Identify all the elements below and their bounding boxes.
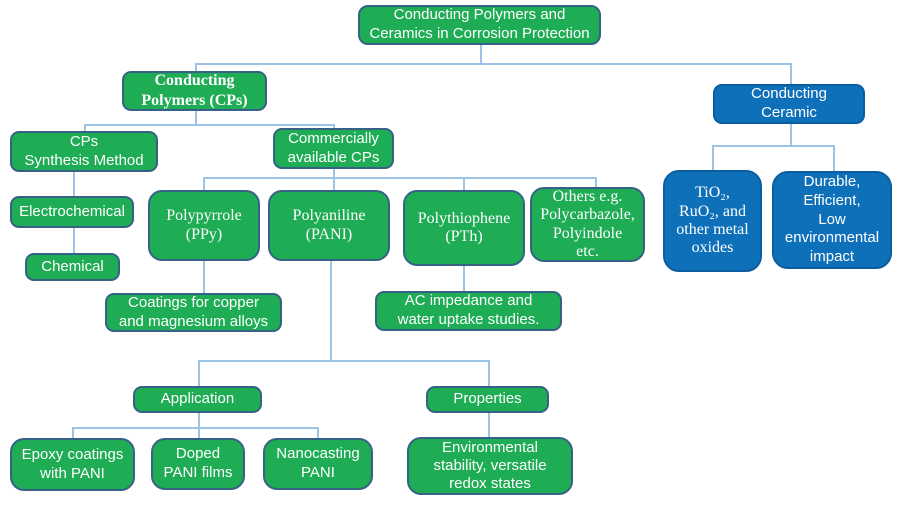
connector-to-polypyrrole [203,177,205,190]
connector-polythiophene-impedance [463,266,465,291]
node-polythiophene: Polythiophene (PTh) [403,190,525,266]
connector-electrochemical-chemical [73,228,75,253]
connector-ceramic-horizontal [712,145,833,147]
node-polyaniline: Polyaniline (PANI) [268,190,390,261]
connector-synthesis-electrochemical [73,172,75,196]
connector-to-polyaniline [333,177,335,190]
connector-commercial-down [333,169,335,177]
connector-to-durable [833,145,835,171]
node-doped-pani-films: Doped PANI films [151,438,245,490]
node-others: Others e.g. Polycarbazole, Polyindole et… [530,187,645,262]
node-properties: Properties [426,386,549,413]
node-nanocasting-pani: Nanocasting PANI [263,438,373,490]
connector-to-nanocasting [317,427,319,438]
node-electrochemical: Electrochemical [10,196,134,228]
connector-to-cps [195,63,197,71]
node-conducting-ceramic: Conducting Ceramic [713,84,865,124]
node-polypyrrole: Polypyrrole (PPy) [148,190,260,261]
connector-to-epoxy [72,427,74,438]
connector-to-doped [198,427,200,438]
node-epoxy-coatings: Epoxy coatings with PANI [10,438,135,491]
connector-polyaniline-down [330,261,332,360]
connector-application-down [198,413,200,427]
node-chemical: Chemical [25,253,120,281]
connector-to-commercial [333,124,335,128]
connector-root-down [480,45,482,63]
node-metal-oxides: TiO₂, RuO₂, and other metal oxides [663,170,762,272]
node-conducting-polymers: Conducting Polymers (CPs) [122,71,267,111]
connector-to-metal-oxides [712,145,714,170]
connector-to-polythiophene [463,177,465,190]
node-coatings-copper-magnesium: Coatings for copper and magnesium alloys [105,293,282,332]
node-commercially-available-cps: Commercially available CPs [273,128,394,169]
connector-properties-environmental [488,413,490,437]
connector-to-properties [488,360,490,386]
node-environmental-stability: Environmental stability, versatile redox… [407,437,573,495]
connector-cps-down [195,111,197,124]
connector-to-others [595,177,597,187]
connector-ceramic-down [790,124,792,145]
node-ac-impedance: AC impedance and water uptake studies. [375,291,562,331]
connector-to-ceramic [790,63,792,84]
node-application: Application [133,386,262,413]
connector-application-horizontal [72,427,317,429]
connector-cps-horizontal [84,124,333,126]
connector-pani-horizontal [198,360,488,362]
connector-to-synthesis [84,124,86,131]
connector-polypyrrole-coatings [203,261,205,293]
connector-to-application [198,360,200,386]
connector-level1-horizontal [195,63,790,65]
connector-cps-types-horizontal [203,177,595,179]
node-root-title: Conducting Polymers and Ceramics in Corr… [358,5,601,45]
node-cps-synthesis-method: CPs Synthesis Method [10,131,158,172]
node-durable-efficient: Durable, Efficient, Low environmental im… [772,171,892,269]
